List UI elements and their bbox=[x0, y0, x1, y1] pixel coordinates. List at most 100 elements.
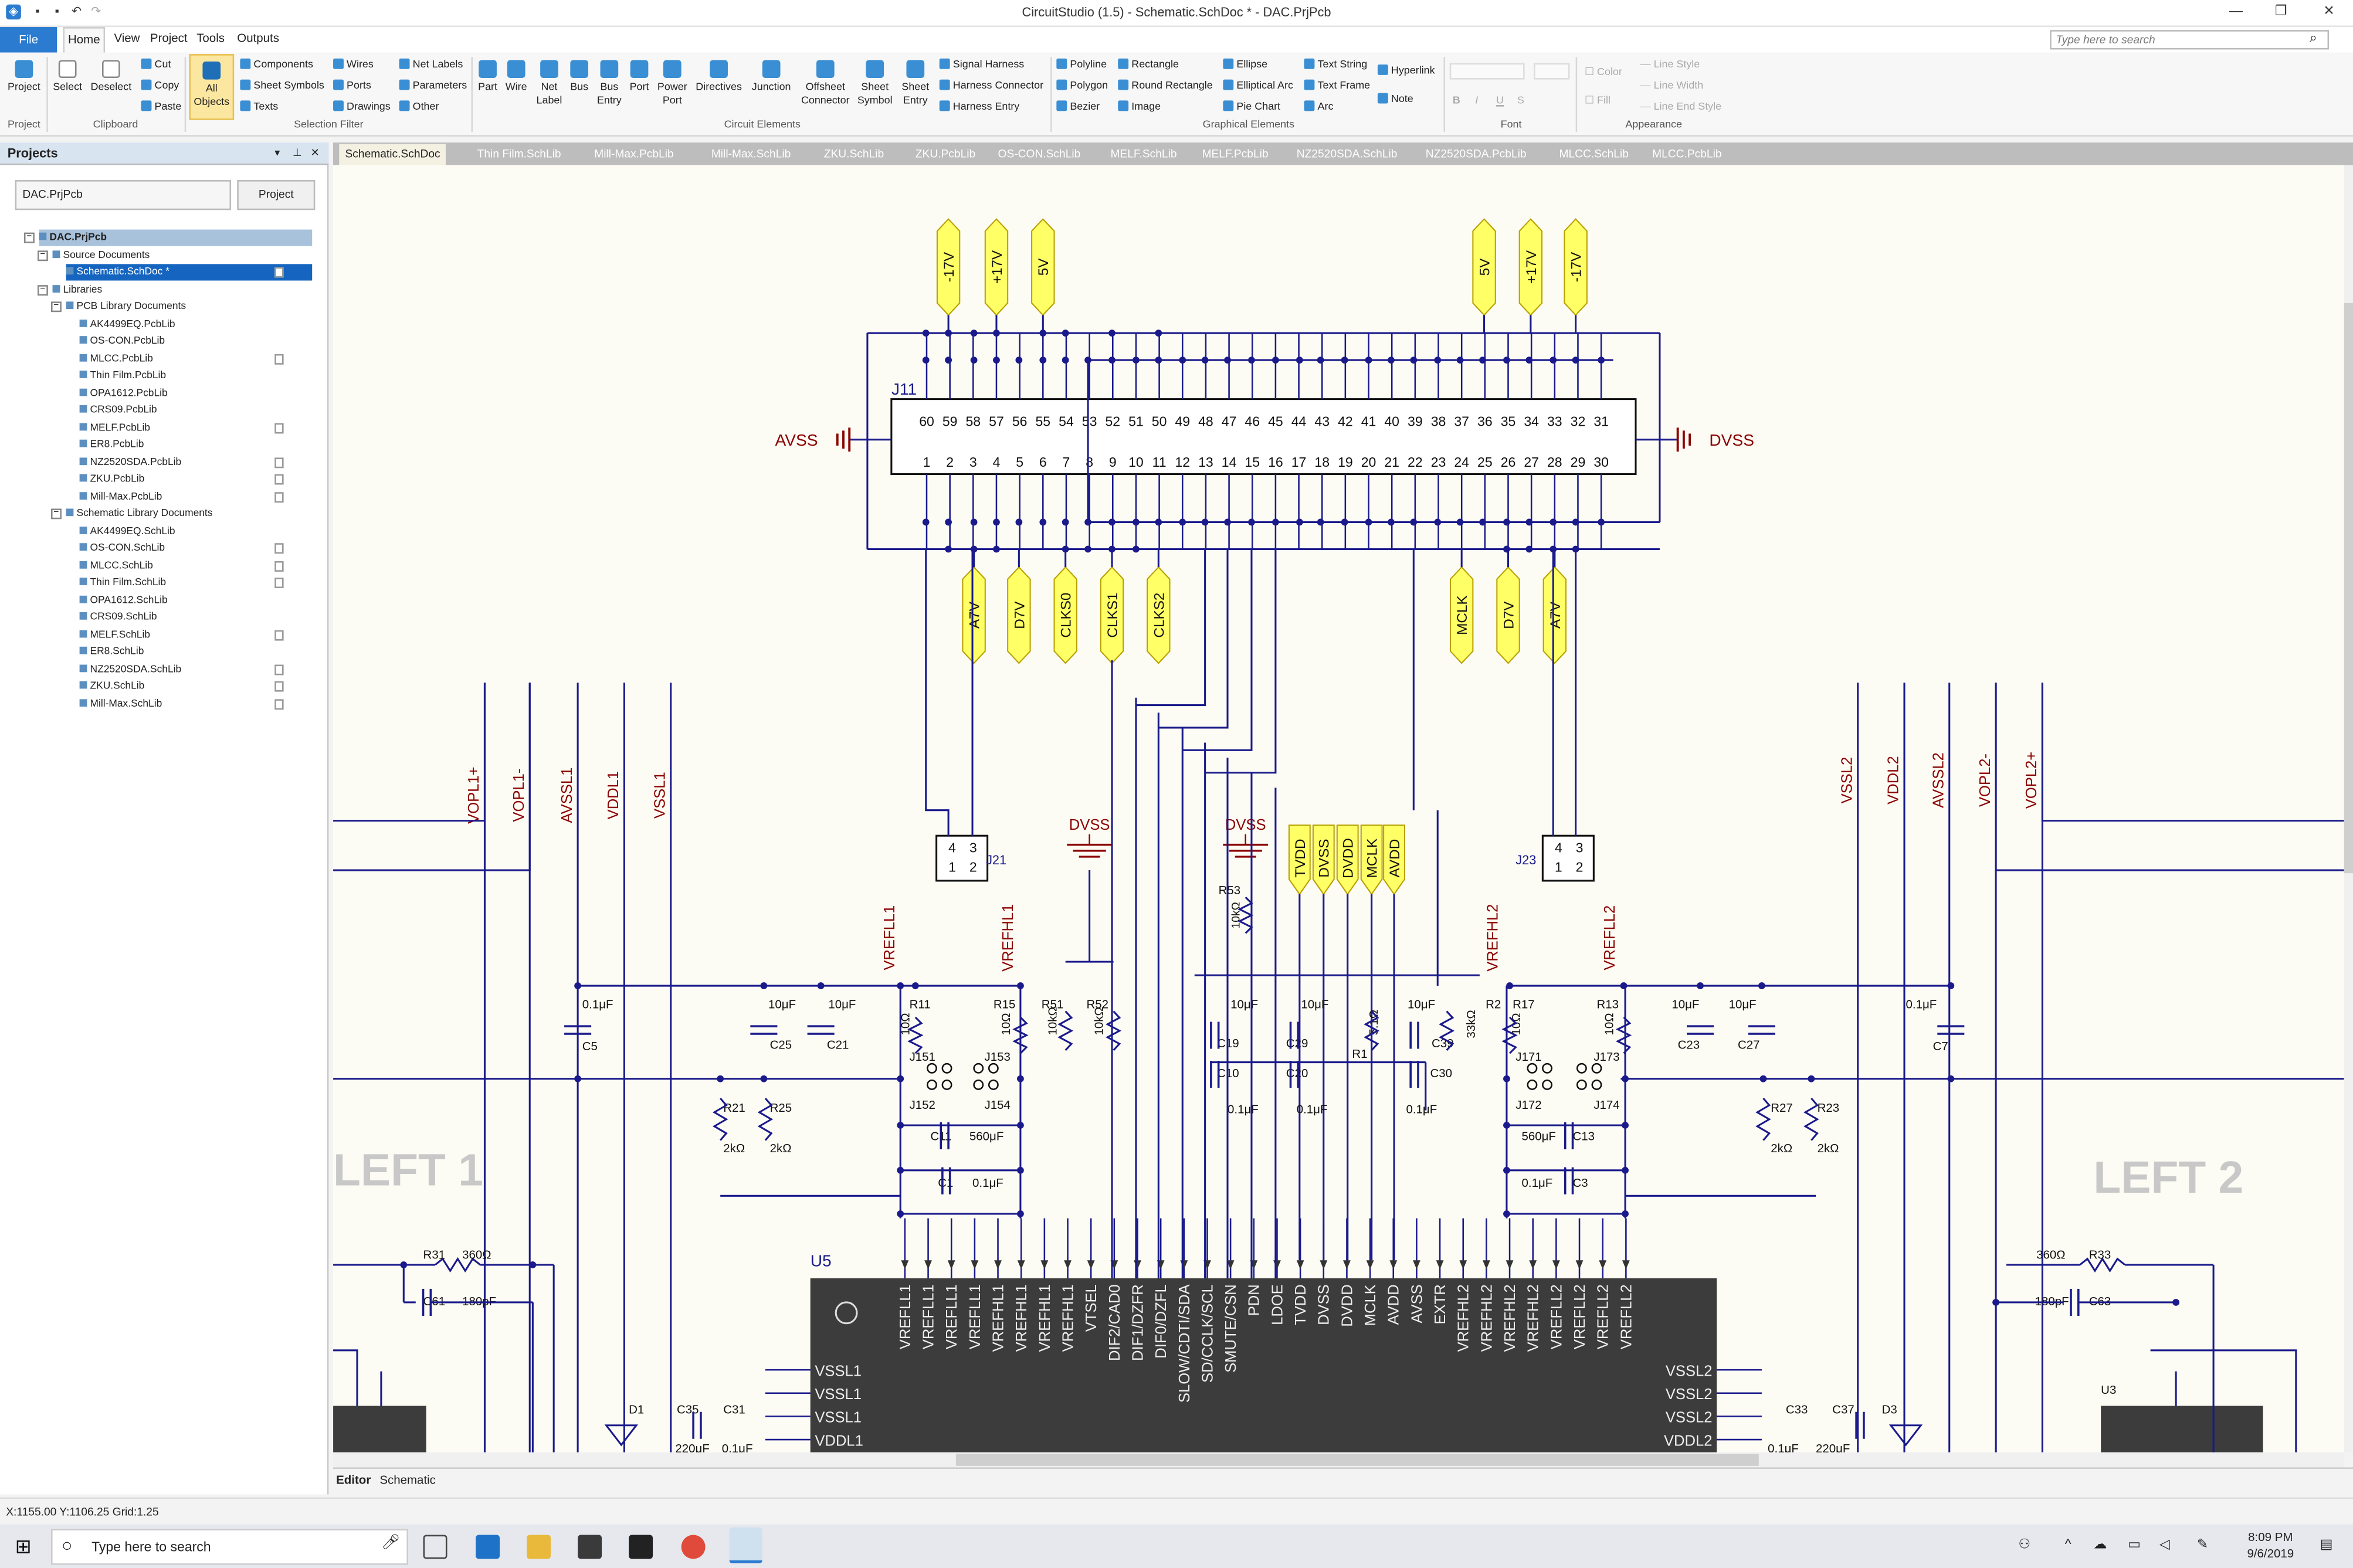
people-icon[interactable]: ⚇ bbox=[2018, 1536, 2031, 1552]
net-labels-filter[interactable]: Net Labels bbox=[399, 58, 463, 72]
font-size-field[interactable] bbox=[1533, 63, 1570, 80]
line-style-button[interactable]: ― Line Style bbox=[1640, 60, 1700, 71]
tab-home[interactable]: Home bbox=[63, 27, 106, 53]
other-filter[interactable]: Other bbox=[399, 100, 439, 114]
edge-icon[interactable] bbox=[476, 1535, 500, 1559]
tree-folder[interactable]: Schematic Library Documents bbox=[66, 505, 213, 522]
clock-date[interactable]: 9/6/2019 bbox=[2247, 1547, 2294, 1561]
tree-item[interactable]: Schematic.SchDoc * bbox=[66, 264, 313, 281]
project-dropdown-button[interactable]: Project bbox=[237, 180, 316, 211]
document-tab[interactable]: OS-CON.SchLib bbox=[998, 147, 1081, 161]
tree-item[interactable]: MELF.PcbLib bbox=[79, 419, 150, 436]
tree-expand-toggle[interactable]: − bbox=[50, 508, 62, 520]
tab-outputs[interactable]: Outputs bbox=[237, 31, 279, 45]
round-rectangle-button[interactable]: Round Rectangle bbox=[1118, 79, 1213, 93]
components-filter[interactable]: Components bbox=[240, 58, 313, 72]
save-all-icon[interactable]: ▪ bbox=[55, 4, 59, 18]
tree-item[interactable]: MLCC.PcbLib bbox=[79, 350, 153, 366]
project-field[interactable]: DAC.PrjPcb bbox=[15, 180, 232, 211]
text-string-button[interactable]: Text String bbox=[1304, 58, 1367, 72]
vertical-scrollbar[interactable] bbox=[2344, 165, 2353, 1452]
underline-button[interactable]: U bbox=[1496, 96, 1504, 107]
document-tab[interactable]: NZ2520SDA.SchLib bbox=[1296, 147, 1398, 161]
document-tab[interactable]: Schematic.SchDoc bbox=[339, 144, 446, 165]
volume-icon[interactable]: ◁ bbox=[2159, 1536, 2170, 1552]
tab-file[interactable]: File bbox=[0, 27, 57, 53]
tree-expand-toggle[interactable]: − bbox=[23, 232, 35, 243]
tab-view[interactable]: View bbox=[114, 31, 140, 45]
harness-entry-button[interactable]: Harness Entry bbox=[939, 100, 1019, 114]
vertical-scroll-thumb[interactable] bbox=[2344, 303, 2353, 874]
document-tab[interactable]: MELF.PcbLib bbox=[1202, 147, 1269, 161]
tree-folder[interactable]: Libraries bbox=[52, 281, 102, 298]
tree-item[interactable]: ZKU.SchLib bbox=[79, 678, 144, 695]
drawings-filter[interactable]: Drawings bbox=[333, 100, 391, 114]
document-tab[interactable]: MLCC.PcbLib bbox=[1652, 147, 1722, 161]
tree-item[interactable]: Mill-Max.SchLib bbox=[79, 695, 162, 712]
sheet-symbols-filter[interactable]: Sheet Symbols bbox=[240, 79, 324, 93]
pie-chart-button[interactable]: Pie Chart bbox=[1223, 100, 1280, 114]
tree-item[interactable]: MLCC.SchLib bbox=[79, 558, 153, 574]
tree-item[interactable]: ZKU.PcbLib bbox=[79, 471, 144, 487]
notifications-icon[interactable]: ▤ bbox=[2320, 1536, 2333, 1552]
file-explorer-icon[interactable] bbox=[527, 1535, 551, 1559]
note-button[interactable]: Note bbox=[1377, 93, 1413, 107]
tree-item[interactable]: AK4499EQ.SchLib bbox=[79, 523, 175, 539]
document-tab[interactable]: NZ2520SDA.PcbLib bbox=[1425, 147, 1527, 161]
document-tab[interactable]: Mill-Max.PcbLib bbox=[594, 147, 674, 161]
arc-button[interactable]: Arc bbox=[1304, 100, 1333, 114]
tree-expand-toggle[interactable]: − bbox=[37, 284, 48, 295]
redo-icon[interactable]: ↷ bbox=[91, 4, 101, 18]
tree-item[interactable]: ER8.PcbLib bbox=[79, 437, 144, 453]
italic-button[interactable]: I bbox=[1475, 96, 1479, 107]
copy-button[interactable]: Copy bbox=[141, 79, 179, 93]
tab-project[interactable]: Project bbox=[150, 31, 188, 45]
panel-pin-icon[interactable]: ⊥ bbox=[292, 148, 302, 159]
document-tab[interactable]: Thin Film.SchLib bbox=[477, 147, 561, 161]
bold-button[interactable]: B bbox=[1452, 96, 1460, 107]
windows-start-icon[interactable]: ⊞ bbox=[15, 1535, 32, 1557]
color-button[interactable]: ☐ Color bbox=[1584, 67, 1622, 79]
wires-filter[interactable]: Wires bbox=[333, 58, 374, 72]
restore-button[interactable]: ❐ bbox=[2274, 3, 2287, 18]
tree-item[interactable]: OPA1612.PcbLib bbox=[79, 385, 168, 401]
horizontal-scroll-thumb[interactable] bbox=[955, 1454, 1759, 1466]
tree-item[interactable]: NZ2520SDA.SchLib bbox=[79, 661, 181, 677]
tab-schematic[interactable]: Schematic bbox=[379, 1473, 436, 1487]
minimize-button[interactable]: — bbox=[2229, 3, 2243, 18]
tree-item[interactable]: MELF.SchLib bbox=[79, 626, 150, 643]
mail-icon[interactable] bbox=[629, 1535, 653, 1559]
fill-button[interactable]: ☐ Fill bbox=[1584, 96, 1611, 107]
search-input[interactable]: Type here to search bbox=[2050, 30, 2330, 50]
directives-button[interactable]: Directives bbox=[692, 60, 746, 94]
store-icon[interactable] bbox=[578, 1535, 602, 1559]
chrome-icon[interactable] bbox=[681, 1535, 706, 1559]
project-button[interactable]: Project bbox=[5, 60, 44, 94]
tree-item[interactable]: OS-CON.PcbLib bbox=[79, 333, 165, 349]
taskbar-search-input[interactable]: Type here to search bbox=[50, 1529, 408, 1565]
pen-icon[interactable]: ✎ bbox=[2196, 1536, 2209, 1552]
font-name-field[interactable] bbox=[1449, 63, 1525, 80]
tree-folder[interactable]: Source Documents bbox=[52, 247, 150, 263]
document-tab[interactable]: Mill-Max.SchLib bbox=[711, 147, 791, 161]
place-junction-button[interactable]: Junction bbox=[747, 60, 795, 94]
panel-menu-icon[interactable]: ▾ bbox=[274, 148, 280, 159]
parameters-filter[interactable]: Parameters bbox=[399, 79, 467, 93]
network-icon[interactable]: ▭ bbox=[2128, 1536, 2141, 1552]
cut-button[interactable]: Cut bbox=[141, 58, 171, 72]
rectangle-button[interactable]: Rectangle bbox=[1118, 58, 1179, 72]
harness-connector-button[interactable]: Harness Connector bbox=[939, 79, 1043, 93]
place-bus-button[interactable]: Bus bbox=[567, 60, 591, 94]
tree-item[interactable]: Thin Film.SchLib bbox=[79, 575, 166, 591]
tree-item[interactable]: OS-CON.SchLib bbox=[79, 540, 165, 556]
tab-editor[interactable]: Editor bbox=[336, 1473, 371, 1487]
ellipse-button[interactable]: Ellipse bbox=[1223, 58, 1267, 72]
image-button[interactable]: Image bbox=[1118, 100, 1161, 114]
tree-expand-toggle[interactable]: − bbox=[37, 250, 48, 260]
